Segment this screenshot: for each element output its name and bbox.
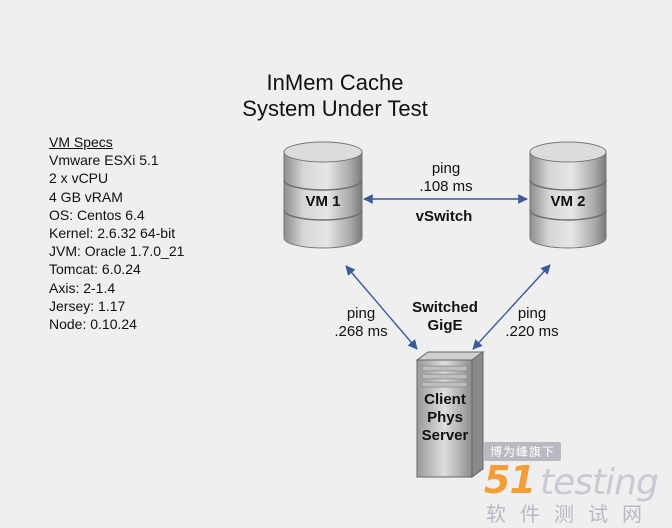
vm2-to-client-arrow bbox=[472, 264, 551, 350]
watermark-subtitle: 软件测试网 bbox=[486, 502, 656, 526]
spec-line: OS: Centos 6.4 bbox=[49, 206, 145, 223]
vm2-client-ping-label: ping .220 ms bbox=[496, 305, 568, 341]
vswitch-label: vSwitch bbox=[415, 208, 473, 225]
watermark-brand-word: testing bbox=[540, 462, 659, 503]
client-line-3: Server bbox=[421, 427, 469, 444]
vm1-to-client-arrow bbox=[345, 265, 418, 350]
vm2-client-ping-word: ping bbox=[517, 305, 547, 322]
vm1-client-ping-word: ping bbox=[346, 305, 376, 322]
vm-vm-ping-label: ping .108 ms bbox=[408, 160, 484, 196]
spec-line: Axis: 2-1.4 bbox=[49, 279, 116, 296]
vm-vm-ping-value: .108 ms bbox=[419, 178, 473, 195]
spec-line: JVM: Oracle 1.7.0_21 bbox=[49, 243, 185, 260]
vm2-label: VM 2 bbox=[550, 193, 586, 210]
spec-line: Jersey: 1.17 bbox=[49, 297, 126, 314]
vm1-client-ping-label: ping .268 ms bbox=[325, 305, 397, 341]
network-line-1: Switched bbox=[412, 299, 478, 316]
vm2-database-icon bbox=[529, 141, 607, 249]
diagram-title: InMem Cache System Under Test bbox=[200, 70, 470, 122]
vm2-client-ping-value: .220 ms bbox=[505, 323, 559, 340]
watermark-badge: 博为峰旗下 bbox=[484, 442, 562, 461]
network-line-2: GigE bbox=[427, 317, 463, 334]
watermark-logo: 博为峰旗下 51 testing 软件测试网 bbox=[474, 436, 670, 526]
vm1-client-ping-value: .268 ms bbox=[334, 323, 388, 340]
title-line-2: System Under Test bbox=[242, 96, 428, 121]
spec-line: Kernel: 2.6.32 64-bit bbox=[49, 225, 176, 242]
vm1-label: VM 1 bbox=[305, 193, 341, 210]
vm1-database-icon bbox=[283, 141, 363, 249]
network-label: Switched GigE bbox=[400, 299, 490, 335]
spec-line: Vmware ESXi 5.1 bbox=[49, 152, 159, 169]
vm-vm-ping-word: ping bbox=[431, 160, 461, 177]
spec-line: Node: 0.10.24 bbox=[49, 316, 137, 333]
spec-line: 2 x vCPU bbox=[49, 170, 109, 187]
title-line-1: InMem Cache bbox=[266, 70, 404, 95]
watermark-brand-number: 51 bbox=[484, 458, 536, 502]
client-label: Client Phys Server bbox=[412, 391, 478, 445]
spec-line: Tomcat: 6.0.24 bbox=[49, 261, 141, 278]
client-line-2: Phys bbox=[427, 409, 463, 426]
vm-specs-list: VM Specs Vmware ESXi 5.1 2 x vCPU 4 GB v… bbox=[49, 133, 184, 333]
vm-specs-header: VM Specs bbox=[49, 134, 113, 150]
client-server-icon bbox=[415, 351, 485, 478]
spec-line: 4 GB vRAM bbox=[49, 188, 123, 205]
client-line-1: Client bbox=[424, 391, 466, 408]
